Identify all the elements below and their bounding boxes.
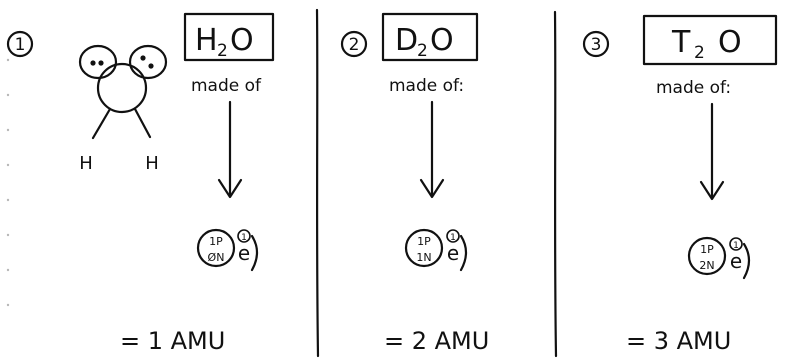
margin-dots (6, 58, 10, 307)
atom-label-h2: H (145, 153, 159, 174)
formula-box (642, 14, 778, 66)
made-of-label: made of: (656, 78, 731, 98)
formula-box (381, 12, 479, 62)
formula-end: O (718, 25, 742, 60)
neutrons-label: 1N (416, 251, 431, 264)
made-of-label: made of (191, 76, 262, 96)
panel-number-circle (6, 30, 34, 58)
made-of-label: made of: (389, 76, 464, 96)
panel-3: 3 T 2 O made of: 1P 2N e 1 = 3 AMU (582, 14, 778, 355)
divider-1 (315, 8, 320, 358)
result-label: = 3 AMU (626, 327, 731, 355)
formula-end: O (430, 23, 454, 58)
formula-end: O (230, 23, 254, 58)
formula-main: T (671, 25, 691, 60)
electron-charge: 1 (450, 233, 456, 243)
protons-label: 1P (209, 235, 223, 248)
neutrons-label: 2N (699, 259, 714, 272)
panel-number: 3 (591, 35, 602, 55)
panel-number: 2 (349, 35, 360, 55)
electron-charge: 1 (241, 233, 247, 243)
panel-number-circle (340, 30, 368, 58)
water-molecule-icon: H H (78, 44, 168, 174)
electron-charge: 1 (733, 241, 739, 251)
formula-main: H (195, 23, 218, 58)
panel-number: 1 (15, 35, 26, 55)
panel-1: 1 H H H 2 O made of 1P ØN e (6, 12, 275, 355)
electron-label: e (447, 241, 459, 265)
atom-composition: 1P ØN e 1 (196, 228, 259, 272)
divider-2 (553, 10, 558, 358)
formula-sub: 2 (217, 41, 228, 61)
panel-number-circle (582, 30, 610, 58)
atom-composition: 1P 1N e 1 (404, 228, 468, 272)
result-label: = 1 AMU (120, 327, 225, 355)
formula-sub: 2 (417, 41, 428, 61)
electron-label: e (730, 249, 742, 273)
atom-composition: 1P 2N e 1 (687, 236, 751, 280)
formula-main: D (395, 23, 418, 58)
panel-2: 2 D 2 O made of: 1P 1N e 1 = 2 AMU (340, 12, 489, 355)
formula-box (183, 12, 275, 62)
formula-sub: 2 (694, 43, 705, 63)
protons-label: 1P (417, 235, 431, 248)
atom-label-h1: H (79, 153, 93, 174)
electron-label: e (238, 241, 250, 265)
protons-label: 1P (700, 243, 714, 256)
neutrons-label: ØN (208, 251, 225, 264)
result-label: = 2 AMU (384, 327, 489, 355)
